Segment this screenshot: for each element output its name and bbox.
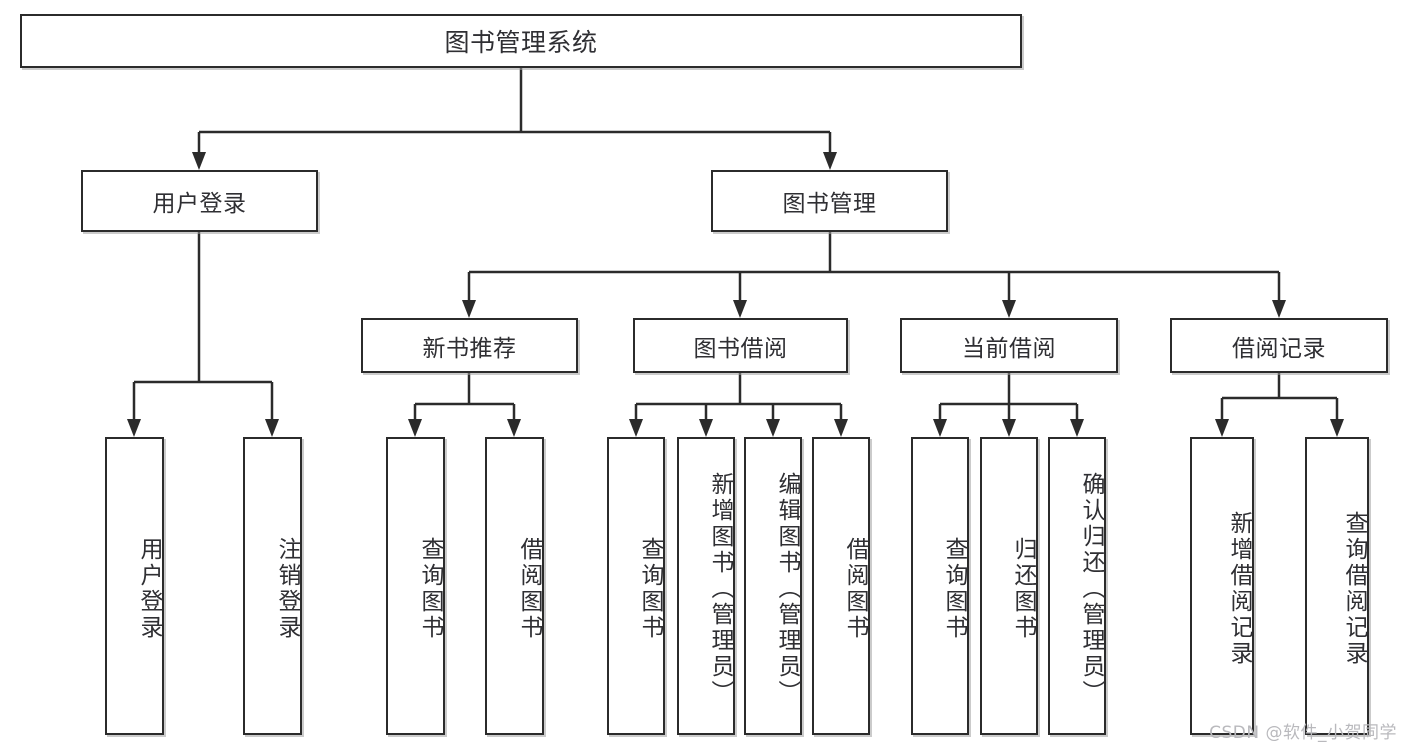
- node-label: 借阅记录: [1232, 335, 1326, 362]
- node-label: 查询借阅记录: [1341, 511, 1367, 667]
- node-label: 查询图书: [941, 537, 967, 641]
- leaf-borrow-query-book[interactable]: 查询图书: [607, 437, 665, 735]
- node-label: 编辑图书（管理员）: [774, 472, 800, 706]
- node-current-borrow[interactable]: 当前借阅: [900, 318, 1118, 373]
- node-label: 图书管理系统: [444, 28, 598, 57]
- leaf-borrow-borrow-book[interactable]: 借阅图书: [812, 437, 870, 735]
- node-label: 借阅图书: [842, 537, 868, 641]
- node-book-borrow[interactable]: 图书借阅: [633, 318, 848, 373]
- node-root-system[interactable]: 图书管理系统: [20, 14, 1022, 68]
- node-label: 用户登录: [136, 537, 162, 641]
- node-label: 归还图书: [1010, 537, 1036, 641]
- node-label: 确认归还（管理员）: [1078, 472, 1104, 706]
- node-label: 新增图书（管理员）: [707, 472, 733, 706]
- node-label: 查询图书: [417, 537, 443, 641]
- node-label: 新增借阅记录: [1226, 511, 1252, 667]
- leaf-logout[interactable]: 注销登录: [243, 437, 302, 735]
- node-label: 当前借阅: [962, 335, 1056, 362]
- node-label: 新书推荐: [422, 335, 517, 362]
- node-new-book-recommend[interactable]: 新书推荐: [361, 318, 578, 373]
- leaf-user-login[interactable]: 用户登录: [105, 437, 164, 735]
- node-label: 注销登录: [274, 537, 300, 641]
- node-borrow-record[interactable]: 借阅记录: [1170, 318, 1388, 373]
- leaf-borrow-edit-book-admin[interactable]: 编辑图书（管理员）: [744, 437, 802, 735]
- node-label: 图书管理: [782, 191, 877, 217]
- leaf-current-confirm-return-admin[interactable]: 确认归还（管理员）: [1048, 437, 1106, 735]
- leaf-record-query-record[interactable]: 查询借阅记录: [1305, 437, 1369, 735]
- node-label: 图书借阅: [693, 335, 788, 362]
- node-label: 查询图书: [637, 537, 663, 641]
- node-label: 用户登录: [152, 191, 247, 217]
- leaf-recommend-borrow-book[interactable]: 借阅图书: [485, 437, 544, 735]
- leaf-borrow-add-book-admin[interactable]: 新增图书（管理员）: [677, 437, 735, 735]
- node-user-login[interactable]: 用户登录: [81, 170, 318, 232]
- leaf-current-return-book[interactable]: 归还图书: [980, 437, 1038, 735]
- leaf-record-add-record[interactable]: 新增借阅记录: [1190, 437, 1254, 735]
- watermark: CSDN @软件_小贺同学: [1209, 723, 1397, 743]
- leaf-recommend-query-book[interactable]: 查询图书: [386, 437, 445, 735]
- node-label: 借阅图书: [516, 537, 542, 641]
- node-book-management[interactable]: 图书管理: [711, 170, 948, 232]
- leaf-current-query-book[interactable]: 查询图书: [911, 437, 969, 735]
